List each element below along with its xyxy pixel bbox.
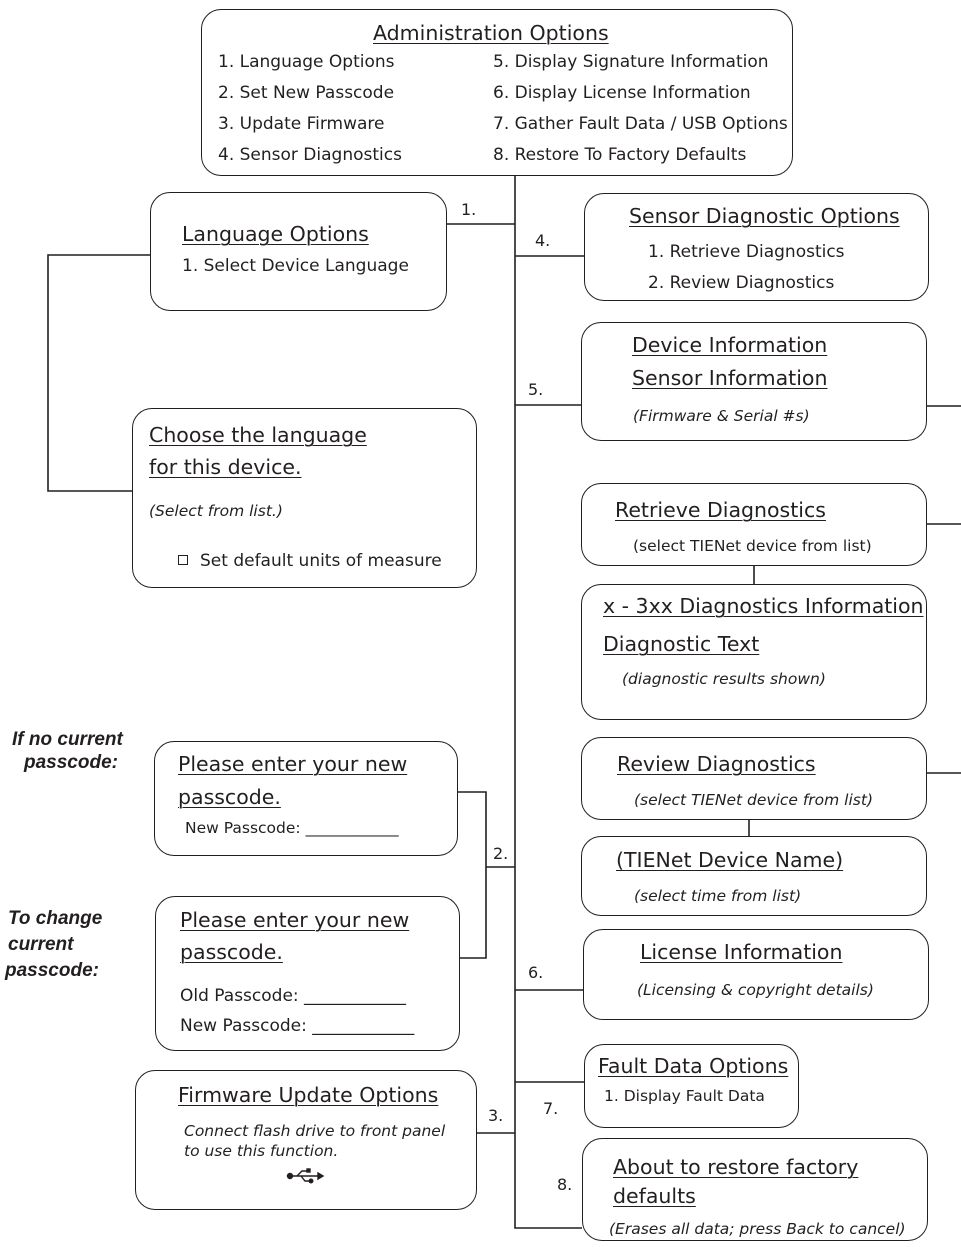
branch-label-7: 7. (543, 1099, 559, 1118)
device-name-box (581, 836, 927, 916)
admin-item-2: 2. Set New Passcode (218, 83, 395, 103)
admin-item-5: 5. Display Signature Information (493, 52, 769, 72)
choose-language-note: (Select from list.) (149, 502, 283, 520)
old-passcode-field[interactable]: Old Passcode: ____________ (180, 986, 407, 1006)
language-options-item: 1. Select Device Language (182, 256, 409, 276)
device-info-title-2: Sensor Information (632, 366, 828, 390)
review-diag-note: (select TIENet device from list) (634, 791, 873, 809)
side-label-no-passcode-1: If no current (12, 729, 123, 750)
device-name-note: (select time from list) (634, 887, 802, 905)
branch-label-1: 1. (461, 200, 477, 219)
side-label-change-3: passcode: (5, 960, 99, 981)
branch-label-5: 5. (528, 380, 544, 399)
choose-language-box (132, 408, 477, 588)
units-checkbox-label: Set default units of measure (200, 551, 442, 571)
admin-options-title: Administration Options (373, 21, 609, 45)
units-checkbox[interactable] (178, 555, 188, 565)
restore-box (582, 1138, 928, 1241)
admin-item-8: 8. Restore To Factory Defaults (493, 145, 747, 165)
branch-label-3: 3. (488, 1106, 504, 1125)
firmware-box (135, 1070, 477, 1210)
choose-language-title-1: Choose the language (149, 423, 367, 447)
device-info-box (581, 322, 927, 441)
restore-note: (Erases all data; press Back to cancel) (609, 1220, 906, 1238)
change-new-passcode-field[interactable]: New Passcode: ____________ (180, 1016, 415, 1036)
sensor-diag-title: Sensor Diagnostic Options (629, 204, 900, 228)
main-trunk-line (514, 175, 582, 1229)
new-passcode-title-1: Please enter your new (178, 752, 408, 776)
side-label-no-passcode-2: passcode: (24, 752, 118, 773)
new-passcode-box (154, 741, 458, 856)
review-diag-box (581, 737, 927, 820)
admin-item-3: 3. Update Firmware (218, 114, 385, 134)
diag-info-note: (diagnostic results shown) (622, 670, 826, 688)
admin-item-6: 6. Display License Information (493, 83, 751, 103)
retrieve-diag-note: (select TIENet device from list) (633, 537, 872, 555)
device-info-title-1: Device Information (632, 333, 828, 357)
diag-info-title-1: x - 3xx Diagnostics Information (603, 594, 924, 618)
branch-label-4: 4. (535, 231, 551, 250)
retrieve-diag-title: Retrieve Diagnostics (615, 498, 826, 522)
admin-options-box (201, 9, 793, 176)
restore-title-2: defaults (613, 1184, 696, 1208)
language-options-title: Language Options (182, 222, 369, 246)
review-diag-title: Review Diagnostics (617, 752, 816, 776)
sensor-diag-box (584, 193, 929, 301)
firmware-title: Firmware Update Options (178, 1083, 439, 1107)
branch-label-6: 6. (528, 963, 544, 982)
fault-data-box (584, 1044, 799, 1128)
branch-label-8: 8. (557, 1175, 573, 1194)
change-passcode-title-2: passcode. (180, 940, 283, 964)
fault-data-title: Fault Data Options (598, 1054, 789, 1078)
side-label-change-1: To change (8, 908, 103, 929)
device-name-title: (TIENet Device Name) (616, 848, 844, 872)
new-passcode-title-2: passcode. (178, 785, 281, 809)
fault-data-item: 1. Display Fault Data (604, 1087, 765, 1105)
firmware-note-2: to use this function. (184, 1142, 339, 1160)
restore-title-1: About to restore factory (613, 1155, 859, 1179)
sensor-diag-item-2: 2. Review Diagnostics (648, 273, 835, 293)
side-label-change-2: current (8, 934, 74, 955)
language-options-box (150, 192, 447, 311)
retrieve-diag-box (581, 483, 927, 566)
diag-info-title-2: Diagnostic Text (603, 632, 760, 656)
diag-info-box (581, 584, 927, 720)
branch-label-2: 2. (493, 844, 509, 863)
choose-language-title-2: for this device. (149, 455, 302, 479)
device-info-note: (Firmware & Serial #s) (633, 407, 810, 425)
usb-icon (286, 1168, 325, 1184)
passcode-bracket-line (458, 791, 487, 959)
sensor-diag-item-1: 1. Retrieve Diagnostics (648, 242, 845, 262)
admin-item-1: 1. Language Options (218, 52, 395, 72)
license-box (583, 929, 929, 1020)
firmware-note-1: Connect flash drive to front panel (184, 1122, 446, 1140)
license-note: (Licensing & copyright details) (637, 981, 874, 999)
new-passcode-field[interactable]: New Passcode: ____________ (185, 819, 399, 837)
admin-item-7: 7. Gather Fault Data / USB Options (493, 114, 788, 134)
change-passcode-title-1: Please enter your new (180, 908, 410, 932)
language-bracket-line (47, 254, 150, 492)
change-passcode-box (155, 896, 460, 1051)
license-title: License Information (640, 940, 843, 964)
admin-item-4: 4. Sensor Diagnostics (218, 145, 402, 165)
